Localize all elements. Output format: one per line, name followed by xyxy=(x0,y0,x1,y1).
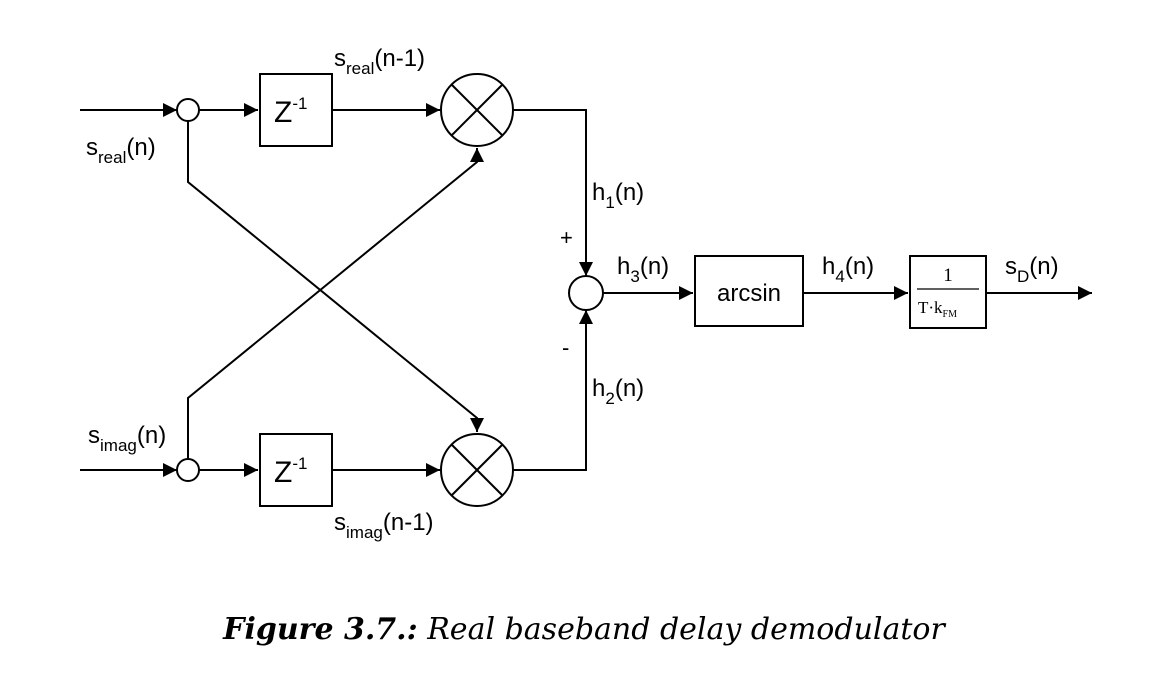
gain-denominator: T·kFM xyxy=(918,298,957,320)
minus-sign: - xyxy=(562,335,569,360)
h2-line xyxy=(513,310,593,471)
h2-label: h2(n) xyxy=(592,375,644,408)
bottom-delay-label: Z-1 xyxy=(274,454,307,489)
bottom-delay-block xyxy=(259,433,333,507)
top-branch-node xyxy=(176,98,200,122)
arcsin-label: arcsin xyxy=(717,280,781,307)
summing-node xyxy=(568,275,604,311)
bottom-branch-node xyxy=(176,458,200,482)
gain-numerator: 1 xyxy=(943,265,953,286)
h4-label: h4(n) xyxy=(822,253,874,286)
h3-label: h3(n) xyxy=(617,253,669,286)
imag-to-top-multiplier-line xyxy=(187,148,484,459)
figure-caption: Figure 3.7.: Real baseband delay demodul… xyxy=(0,612,1168,647)
h1-line xyxy=(513,109,593,276)
h1-label: h1(n) xyxy=(592,179,644,212)
s-imag-input-label: simag(n) xyxy=(88,422,166,455)
top-delay-label: Z-1 xyxy=(274,94,307,129)
s-real-input-label: sreal(n) xyxy=(86,134,156,167)
figure-caption-number: Figure 3.7.: xyxy=(223,612,418,647)
gain-block xyxy=(909,255,987,329)
figure-caption-text: Real baseband delay demodulator xyxy=(417,612,945,647)
real-to-bottom-multiplier-line xyxy=(187,121,484,432)
arcsin-block xyxy=(694,255,804,327)
sD-label: sD(n) xyxy=(1005,253,1059,286)
s-imag-delayed-label: simag(n-1) xyxy=(334,509,434,542)
plus-sign: + xyxy=(560,225,573,250)
s-real-delayed-label: sreal(n-1) xyxy=(334,45,425,78)
